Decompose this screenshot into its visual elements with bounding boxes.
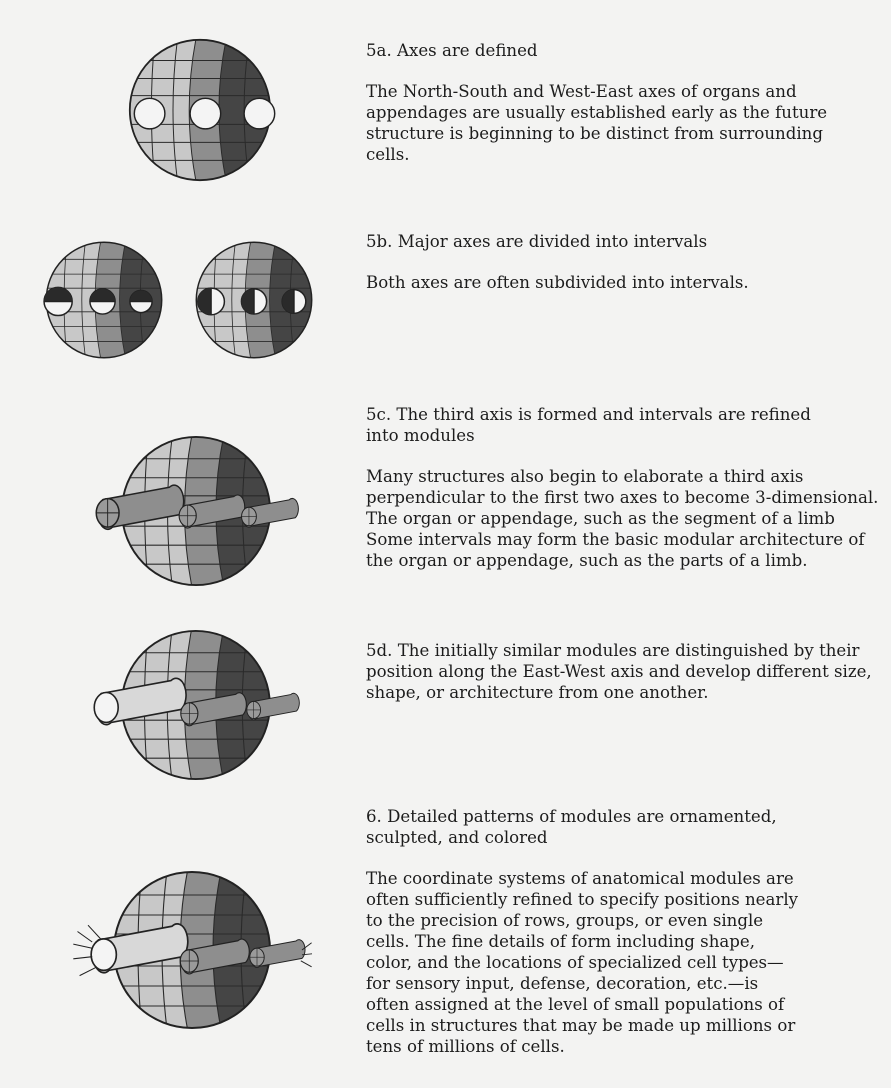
section-5b-heading: 5b. Major axes are divided into interval… [366,231,886,252]
figure-6-sphere [62,850,312,1050]
section-5c: 5c. The third axis is formed and interva… [366,404,886,571]
divided-disc-6 [282,290,306,314]
axis-disc-center [190,98,221,129]
figure-5b-sphere-left [24,226,184,374]
axis-disc-west [134,98,165,129]
section-5c-body: Many structures also begin to elaborate … [366,466,886,571]
section-5c-heading: 5c. The third axis is formed and interva… [366,404,846,446]
divided-disc-1 [44,287,72,315]
section-6-body: The coordinate systems of anatomical mod… [366,868,806,1057]
section-6: 6. Detailed patterns of modules are orna… [366,806,886,1057]
section-5b-body: Both axes are often subdivided into inte… [366,272,886,293]
section-6-heading: 6. Detailed patterns of modules are orna… [366,806,796,848]
axis-disc-east [244,98,275,129]
section-5a-heading: 5a. Axes are defined [366,40,886,61]
section-5a: 5a. Axes are defined The North-South and… [366,40,886,165]
divided-disc-5 [241,289,266,314]
section-5a-body: The North-South and West-East axes of or… [366,81,836,165]
divided-disc-4 [198,288,225,315]
section-5d: 5d. The initially similar modules are di… [366,640,886,723]
figure-5d-sphere [76,610,306,800]
figure-5c-sphere [86,416,306,606]
figure-5a-sphere [100,20,300,200]
figure-5b-sphere-right [174,226,334,374]
divided-disc-2 [90,289,115,314]
divided-disc-3 [130,290,152,312]
section-5d-heading: 5d. The initially similar modules are di… [366,640,881,703]
section-5b: 5b. Major axes are divided into interval… [366,231,886,293]
